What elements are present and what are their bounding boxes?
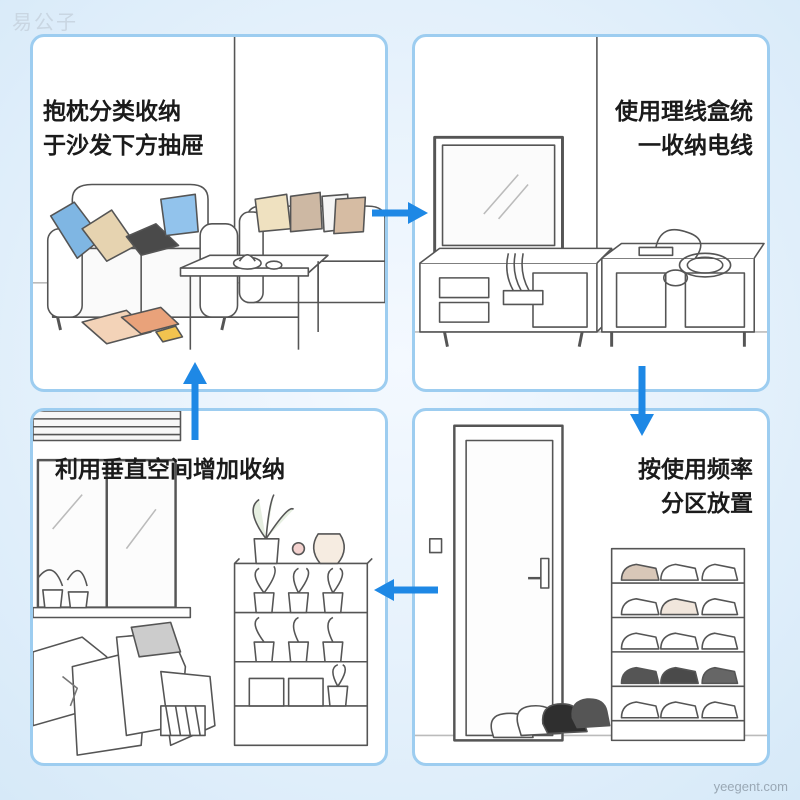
caption-tv: 使用理线盒统 一收纳电线	[615, 95, 753, 163]
caption-line: 利用垂直空间增加收纳	[55, 457, 285, 483]
caption-shelf: 利用垂直空间增加收纳	[55, 453, 285, 487]
panel-vertical-storage: 利用垂直空间增加收纳	[30, 408, 388, 766]
living-room-illustration	[33, 37, 385, 350]
footer-domain: yeegent.com	[713, 779, 788, 794]
arrow-down-icon	[630, 366, 654, 436]
caption-line: 一收纳电线	[638, 133, 753, 159]
caption-line: 分区放置	[661, 491, 753, 517]
arrow-up-icon	[183, 362, 207, 440]
panel-shoe-zones: 按使用频率 分区放置	[412, 408, 770, 766]
watermark-logo: 易公子	[12, 10, 78, 34]
caption-line: 抱枕分类收纳	[43, 99, 181, 125]
caption-shoes: 按使用频率 分区放置	[638, 453, 753, 521]
caption-sofa: 抱枕分类收纳 于沙发下方抽屉	[43, 95, 204, 163]
caption-line: 使用理线盒统	[615, 99, 753, 125]
arrow-left-icon	[374, 579, 438, 601]
panel-sofa-storage: 抱枕分类收纳 于沙发下方抽屉	[30, 34, 388, 392]
shelf-plants-illustration	[33, 411, 373, 756]
tv-cabinet-illustration	[415, 37, 767, 348]
arrow-right-icon	[372, 202, 428, 224]
caption-line: 于沙发下方抽屉	[43, 133, 204, 159]
door-shoe-rack-illustration	[415, 424, 767, 742]
panel-tv-cables: 使用理线盒统 一收纳电线	[412, 34, 770, 392]
caption-line: 按使用频率	[638, 457, 753, 483]
